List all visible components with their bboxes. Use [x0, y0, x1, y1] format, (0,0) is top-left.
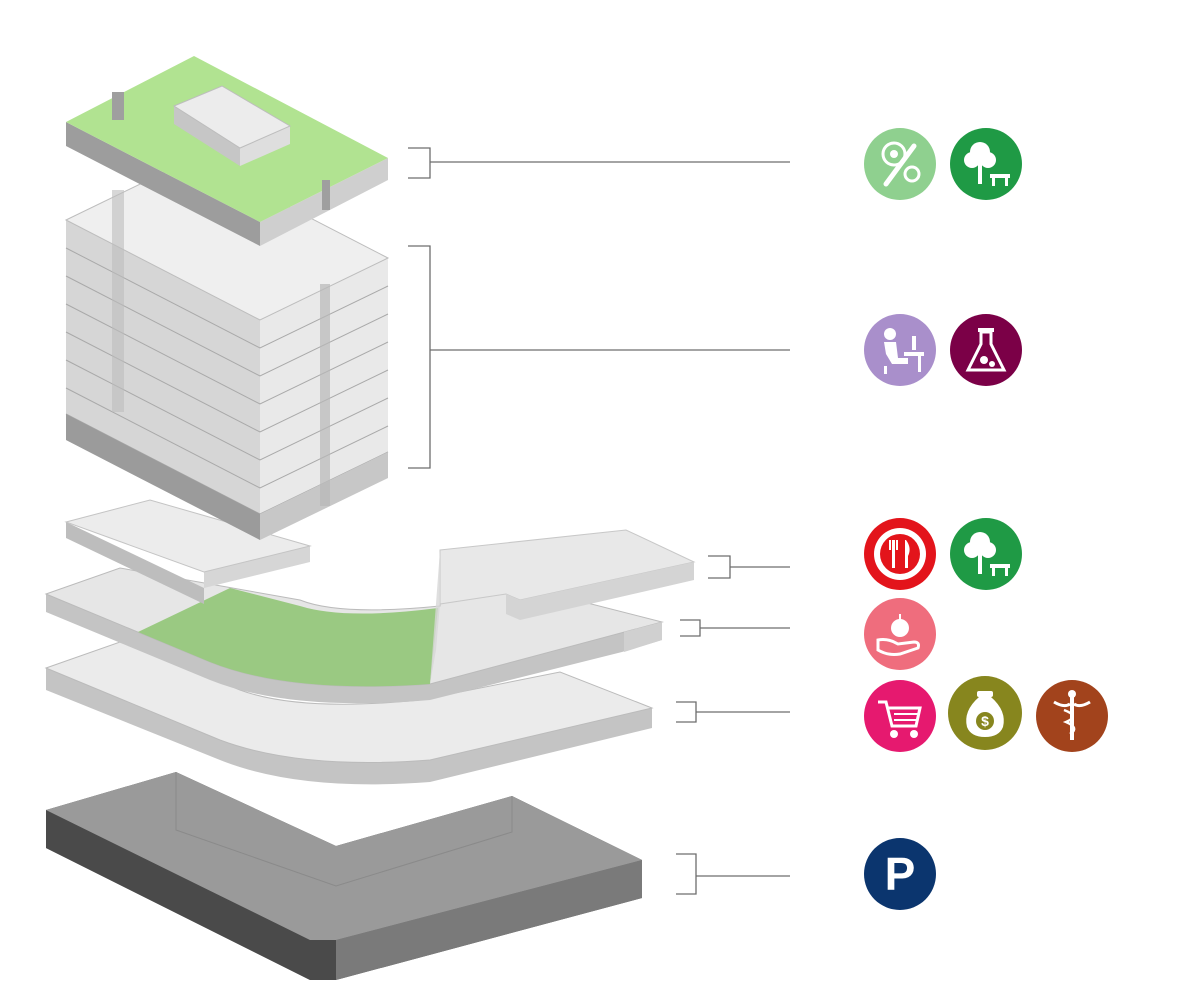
gear-wrench-icon [864, 128, 936, 200]
parking-label: P [884, 848, 916, 900]
tower-bracket [408, 245, 431, 469]
leader-lines [408, 147, 790, 895]
podium-roof-bracket [708, 555, 731, 579]
tree-bench-icon [950, 128, 1022, 200]
money-bag-icon: $ [948, 676, 1022, 750]
roof-bracket [408, 147, 431, 179]
parking-bracket [676, 853, 697, 895]
parking-slab [46, 772, 642, 980]
podium-roof-slab [64, 499, 696, 684]
level-2-bracket [680, 619, 701, 637]
ground-floor-slab [44, 641, 654, 785]
hand-apple-icon [864, 598, 936, 670]
lab-flask-icon [950, 314, 1022, 386]
tower-block [64, 157, 390, 540]
ground-bracket [676, 701, 697, 723]
office-worker-icon [864, 314, 936, 386]
svg-text:$: $ [981, 713, 989, 729]
parking-icon: P [864, 838, 936, 910]
tree-bench-icon [950, 518, 1022, 590]
roof-slab [66, 56, 388, 246]
restaurant-icon [864, 518, 936, 590]
caduceus-icon [1036, 680, 1108, 752]
shopping-cart-icon [864, 680, 936, 752]
